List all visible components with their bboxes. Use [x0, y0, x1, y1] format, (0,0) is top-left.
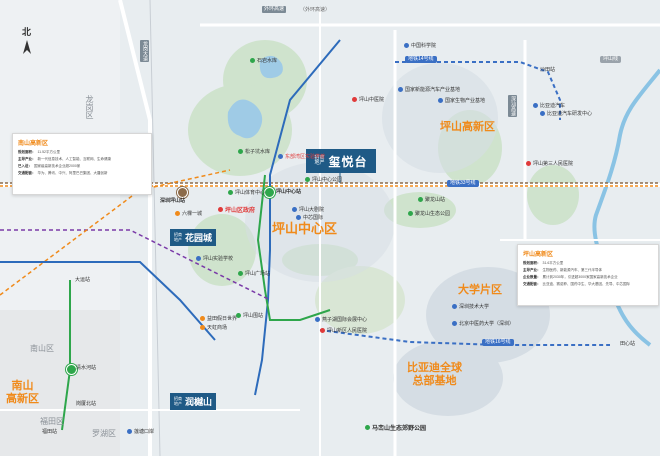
district-pingshan-center: 坪山中心区: [272, 221, 338, 236]
poi-item[interactable]: 国家新能源汽车产业基地: [398, 86, 460, 93]
station-label-qingshuihe: 清水河站: [76, 365, 97, 371]
reservoir-shiyan: [259, 55, 283, 79]
poi-item[interactable]: 燕子湖国际会展中心: [315, 316, 367, 323]
poi-item[interactable]: 北京中医药大学（深圳）: [452, 320, 514, 327]
panel-left-line: 已入驻：国家级高新技术企业超2000家: [18, 164, 81, 168]
panel-right-title: 坪山高新区: [523, 252, 554, 258]
panel-right-line: 规划面积：31.6平方公里: [523, 261, 564, 265]
side-label-longgang: 龙岗区: [85, 95, 94, 119]
district-university: 大学片区: [458, 284, 502, 296]
station-label-shatian: 沙田站: [540, 67, 556, 73]
road-label-left: 龙岗大道: [140, 40, 149, 62]
poi-item[interactable]: 坪山广场站: [238, 270, 270, 277]
project-card2-name: 润樾山: [185, 397, 213, 407]
poi-item[interactable]: 坪山新区人民医院: [320, 327, 367, 334]
river-east: [592, 68, 660, 347]
north-arrow-icon: [23, 40, 31, 54]
poi-item[interactable]: 中国科学院: [404, 42, 436, 49]
station-qingshuihe-icon[interactable]: [66, 364, 77, 375]
poi-item[interactable]: 坪山大剧院: [292, 206, 324, 213]
metro-tag-line14[interactable]: 地铁14号线: [405, 56, 437, 63]
poi-item[interactable]: 坪山围站: [236, 312, 263, 319]
poi-item[interactable]: 马峦山生态郊野公园: [365, 423, 426, 432]
station-label-dayun: 大运站: [75, 277, 91, 283]
panel-right-line: 企业数量：累计到2030年，引进超3000家国家高新技术企业: [523, 275, 618, 279]
poi-item[interactable]: 松子坑水库: [238, 148, 270, 155]
project-sub: 招商 地产: [314, 154, 325, 166]
poi-item[interactable]: 益田假日世界: [200, 315, 237, 322]
station-label-pingshan-center: 坪山中心站: [276, 189, 302, 195]
panel-left-line: 规划面积：11.52平方公里: [18, 150, 60, 154]
poi-item[interactable]: 坪山实验学校: [196, 255, 233, 262]
info-panel-pingshan: 坪山高新区 规划面积：31.6平方公里 主导产业：生物医药、新能源汽车、第三代半…: [517, 244, 659, 306]
metro-tag-line33[interactable]: 地铁33号线: [447, 180, 479, 187]
poi-item[interactable]: 石岩水库: [250, 57, 277, 64]
poi-item[interactable]: 中芯国际: [296, 214, 323, 221]
project-marker[interactable]: 招商 地产 玺悦台: [306, 149, 376, 173]
poi-item[interactable]: 比亚迪汽车: [533, 102, 565, 109]
project-card-huayuancheng[interactable]: 招商 地产 花园城: [170, 229, 217, 246]
poi-item[interactable]: 聚龙山生态公园: [408, 210, 450, 217]
panel-right-line: 交通配套：比亚迪、赛诺菲、国药中生、华大基因、先导、中芯国际: [523, 282, 630, 286]
side-label-futian: 福田区: [40, 417, 64, 426]
poi-item[interactable]: 六棵一城: [175, 210, 202, 217]
poi-item[interactable]: 聚龙山站: [418, 196, 445, 203]
metro-line-purple: [0, 229, 271, 301]
poi-item[interactable]: 深圳技术大学: [452, 303, 489, 310]
metro-tag-pingshan-line[interactable]: 坪山线: [600, 56, 622, 63]
station-label-tianxin: 田心站: [620, 341, 636, 347]
station-pingshan-center-icon[interactable]: [264, 187, 275, 198]
info-panel-nanshan: 南山高新区 规划面积：11.52平方公里 主导产业：新一代信息技术、人工智能、互…: [12, 133, 152, 195]
area-hightech: [382, 63, 498, 173]
side-label-luohu: 罗湖区: [92, 429, 116, 438]
poi-item[interactable]: 东部湾区实验学校: [278, 153, 325, 160]
poi-item[interactable]: 坪山体育中心: [228, 189, 265, 196]
poi-item[interactable]: 天虹商场: [200, 324, 227, 331]
green-area-julong: [384, 192, 456, 228]
station-label-gangxia: 岗厦北站: [76, 401, 97, 407]
area-byd: [393, 340, 503, 416]
project-card2-sub: 招商 地产: [174, 396, 182, 406]
station-label-pingshan: 深圳坪山站: [160, 198, 186, 204]
district-pingshan-hightech: 坪山高新区: [440, 121, 495, 133]
poi-item[interactable]: 比亚迪汽车研发中心: [540, 110, 592, 117]
metro-line-green: [256, 174, 331, 321]
green-area-yanzihu: [315, 266, 405, 334]
road-label-top: 外环高速: [262, 6, 287, 13]
panel-left-line: 主导产业：新一代信息技术、人工智能、互联网、生命健康: [18, 157, 111, 161]
panel-left-line: 交通配套：华为、腾讯、中兴、阿里巴巴集团、大疆创新: [18, 171, 108, 175]
metro-tag-line16[interactable]: 地铁16号线: [482, 339, 514, 346]
metro-line16: [319, 329, 610, 346]
road-label-top-mid: （外环高速）: [300, 7, 331, 13]
project-card1-sub: 招商 地产: [174, 232, 182, 242]
poi-item[interactable]: 莲塘口岸: [127, 428, 154, 435]
station-label-futian: 福田站: [42, 429, 58, 435]
reservoir-songzikeng: [227, 99, 263, 139]
project-card-runyueshan[interactable]: 招商 地产 润樾山: [170, 393, 217, 410]
side-label-nanshan: 南山区: [30, 344, 54, 353]
metro-line-blue: [254, 39, 341, 396]
road-label-right: 深汕高速: [508, 95, 517, 117]
poi-item[interactable]: 坪山中医院: [352, 96, 384, 103]
station-pingshan-rail-icon[interactable]: [177, 187, 188, 198]
project-card1-name: 花园城: [185, 233, 213, 243]
green-area-east: [527, 165, 579, 225]
compass-label: 北: [22, 27, 32, 37]
district-byd: 比亚迪全球 总部基地: [407, 362, 462, 387]
metro-line14: [395, 61, 561, 120]
metro-line-blue-west: [0, 261, 216, 341]
panel-right-line: 主导产业：生物医药、新能源汽车、第三代半导体: [523, 268, 602, 272]
district-nanshan: 南山 高新区: [6, 380, 39, 405]
poi-item[interactable]: 坪山第三人民医院: [526, 160, 573, 167]
poi-item[interactable]: 国家生物产业基地: [438, 97, 485, 104]
project-name: 玺悦台: [328, 154, 368, 169]
panel-left-title: 南山高新区: [18, 141, 49, 147]
poi-item[interactable]: 坪山区政府: [218, 205, 255, 214]
poi-item[interactable]: 坪山中心公园: [305, 176, 342, 183]
